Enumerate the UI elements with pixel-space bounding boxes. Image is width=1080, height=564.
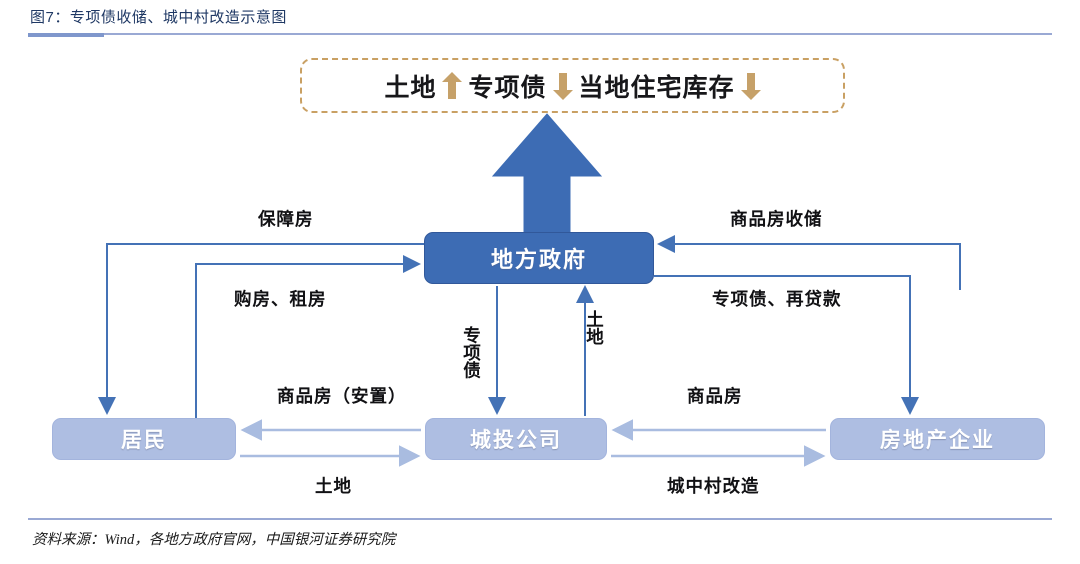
edge-label-buy-rent-housing: 购房、租房 — [234, 289, 327, 309]
source-note: 资料来源：Wind，各地方政府官网，中国银河证券研究院 — [32, 532, 396, 548]
edge-label-commodity-acquire: 商品房收储 — [730, 209, 823, 229]
edge-label-commodity-resettle: 商品房（安置） — [277, 386, 407, 406]
footer-divider — [28, 518, 1052, 520]
banner-label-tudi: 土地 — [384, 74, 437, 102]
node-city-investment[interactable]: 城投公司 — [425, 418, 607, 460]
page-title: 图7：专项债收储、城中村改造示意图 — [30, 9, 287, 26]
diagram-canvas: 土地 专项债 当地住宅库存 地方政府 居民 城投公司 房地产企业 保障房 购房、… — [0, 38, 1080, 516]
edge-label-land-center: 土地 — [584, 310, 605, 345]
banner-label-inventory: 当地住宅库存 — [578, 74, 735, 102]
node-local-government[interactable]: 地方政府 — [424, 232, 654, 284]
connector-wires — [98, 113, 961, 467]
banner-label-zhuanxiangzhai: 专项债 — [468, 74, 547, 102]
node-developer[interactable]: 房地产企业 — [830, 418, 1045, 460]
edge-label-commodity-housing: 商品房 — [687, 386, 743, 406]
edge-label-affordable-housing: 保障房 — [258, 209, 314, 229]
arrow-down-icon-2 — [740, 71, 761, 101]
header-divider — [28, 33, 1052, 35]
edge-label-urban-village: 城中村改造 — [667, 476, 760, 496]
header-divider-accent — [28, 33, 104, 37]
node-residents[interactable]: 居民 — [52, 418, 236, 460]
edge-label-bond-relending: 专项债、再贷款 — [712, 289, 842, 309]
arrow-up-icon — [442, 71, 463, 101]
edge-label-land-bottom: 土地 — [315, 476, 352, 496]
edge-label-special-bond: 专项债 — [461, 326, 482, 379]
arrow-down-icon — [552, 71, 573, 101]
big-up-arrow — [491, 113, 603, 235]
outcome-banner: 土地 专项债 当地住宅库存 — [300, 58, 845, 113]
